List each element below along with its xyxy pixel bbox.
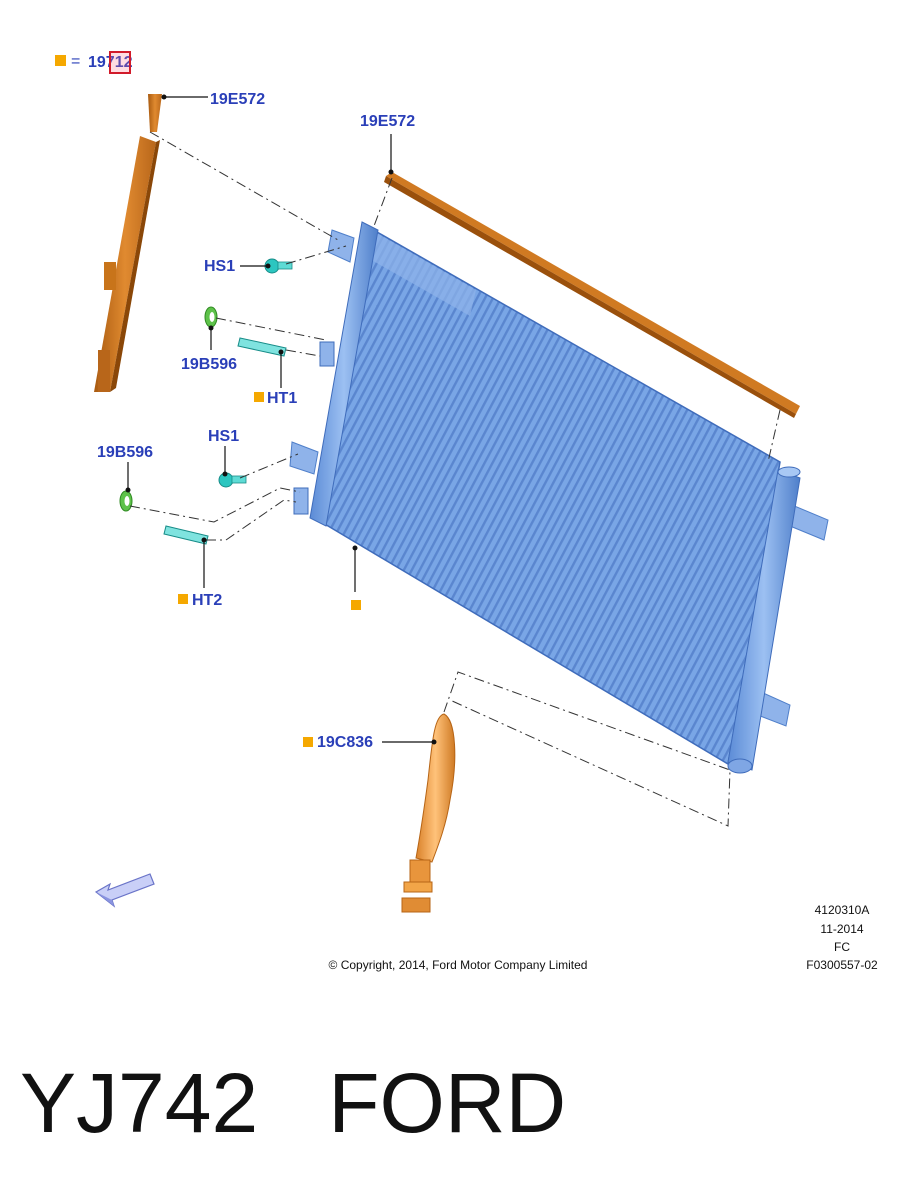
seal-left-part bbox=[94, 94, 162, 392]
callout-bolt-upper: HS1 bbox=[204, 258, 235, 275]
copyright-text: © Copyright, 2014, Ford Motor Company Li… bbox=[329, 958, 588, 972]
dryer-part bbox=[401, 713, 456, 913]
bolt-upper-part bbox=[264, 258, 293, 274]
marker-tube-upper-icon bbox=[254, 392, 264, 402]
condenser-part bbox=[289, 221, 829, 774]
legend-highlight-box bbox=[109, 51, 131, 74]
legend-marker-icon bbox=[55, 55, 66, 66]
callout-ring-upper: 19B596 bbox=[181, 356, 237, 373]
parts-diagram: = 19712 bbox=[55, 51, 878, 972]
ring-upper-part bbox=[204, 306, 218, 328]
callout-tube-upper: HT1 bbox=[267, 390, 297, 407]
marker-tube-lower-icon bbox=[178, 594, 188, 604]
legend-equals: = bbox=[71, 53, 80, 70]
illustration-date: 11-2014 bbox=[820, 922, 863, 936]
legend: = 19712 bbox=[55, 51, 133, 74]
info-block: 4120310A 11-2014 FC F0300557-02 bbox=[806, 903, 878, 972]
marker-dryer-icon bbox=[303, 737, 313, 747]
illustration-ref: F0300557-02 bbox=[806, 958, 878, 972]
callout-seal-left: 19E572 bbox=[210, 91, 265, 108]
callout-dryer: 19C836 bbox=[317, 734, 373, 751]
callout-seal-top: 19E572 bbox=[360, 113, 415, 130]
ring-lower-part bbox=[119, 490, 133, 512]
alignment-lines bbox=[129, 131, 781, 827]
tube-lower-part bbox=[163, 525, 209, 545]
marker-condenser-icon bbox=[351, 600, 361, 610]
seal-top-part bbox=[384, 172, 800, 418]
leader-lines bbox=[125, 94, 437, 745]
part-caption: YJ742 FORD bbox=[20, 1056, 567, 1150]
illustration-number: 4120310A bbox=[815, 903, 870, 917]
callout-bolt-lower: HS1 bbox=[208, 428, 239, 445]
bolt-lower-part bbox=[218, 472, 247, 488]
callout-tube-lower: HT2 bbox=[192, 592, 222, 609]
callout-ring-lower: 19B596 bbox=[97, 444, 153, 461]
tube-upper-part bbox=[237, 337, 287, 357]
illustration-code: FC bbox=[834, 940, 850, 954]
callout-labels: 19E572 19E572 HS1 19B596 HT1 HS1 19B596 … bbox=[97, 91, 415, 751]
front-direction-arrow-icon bbox=[94, 873, 155, 908]
